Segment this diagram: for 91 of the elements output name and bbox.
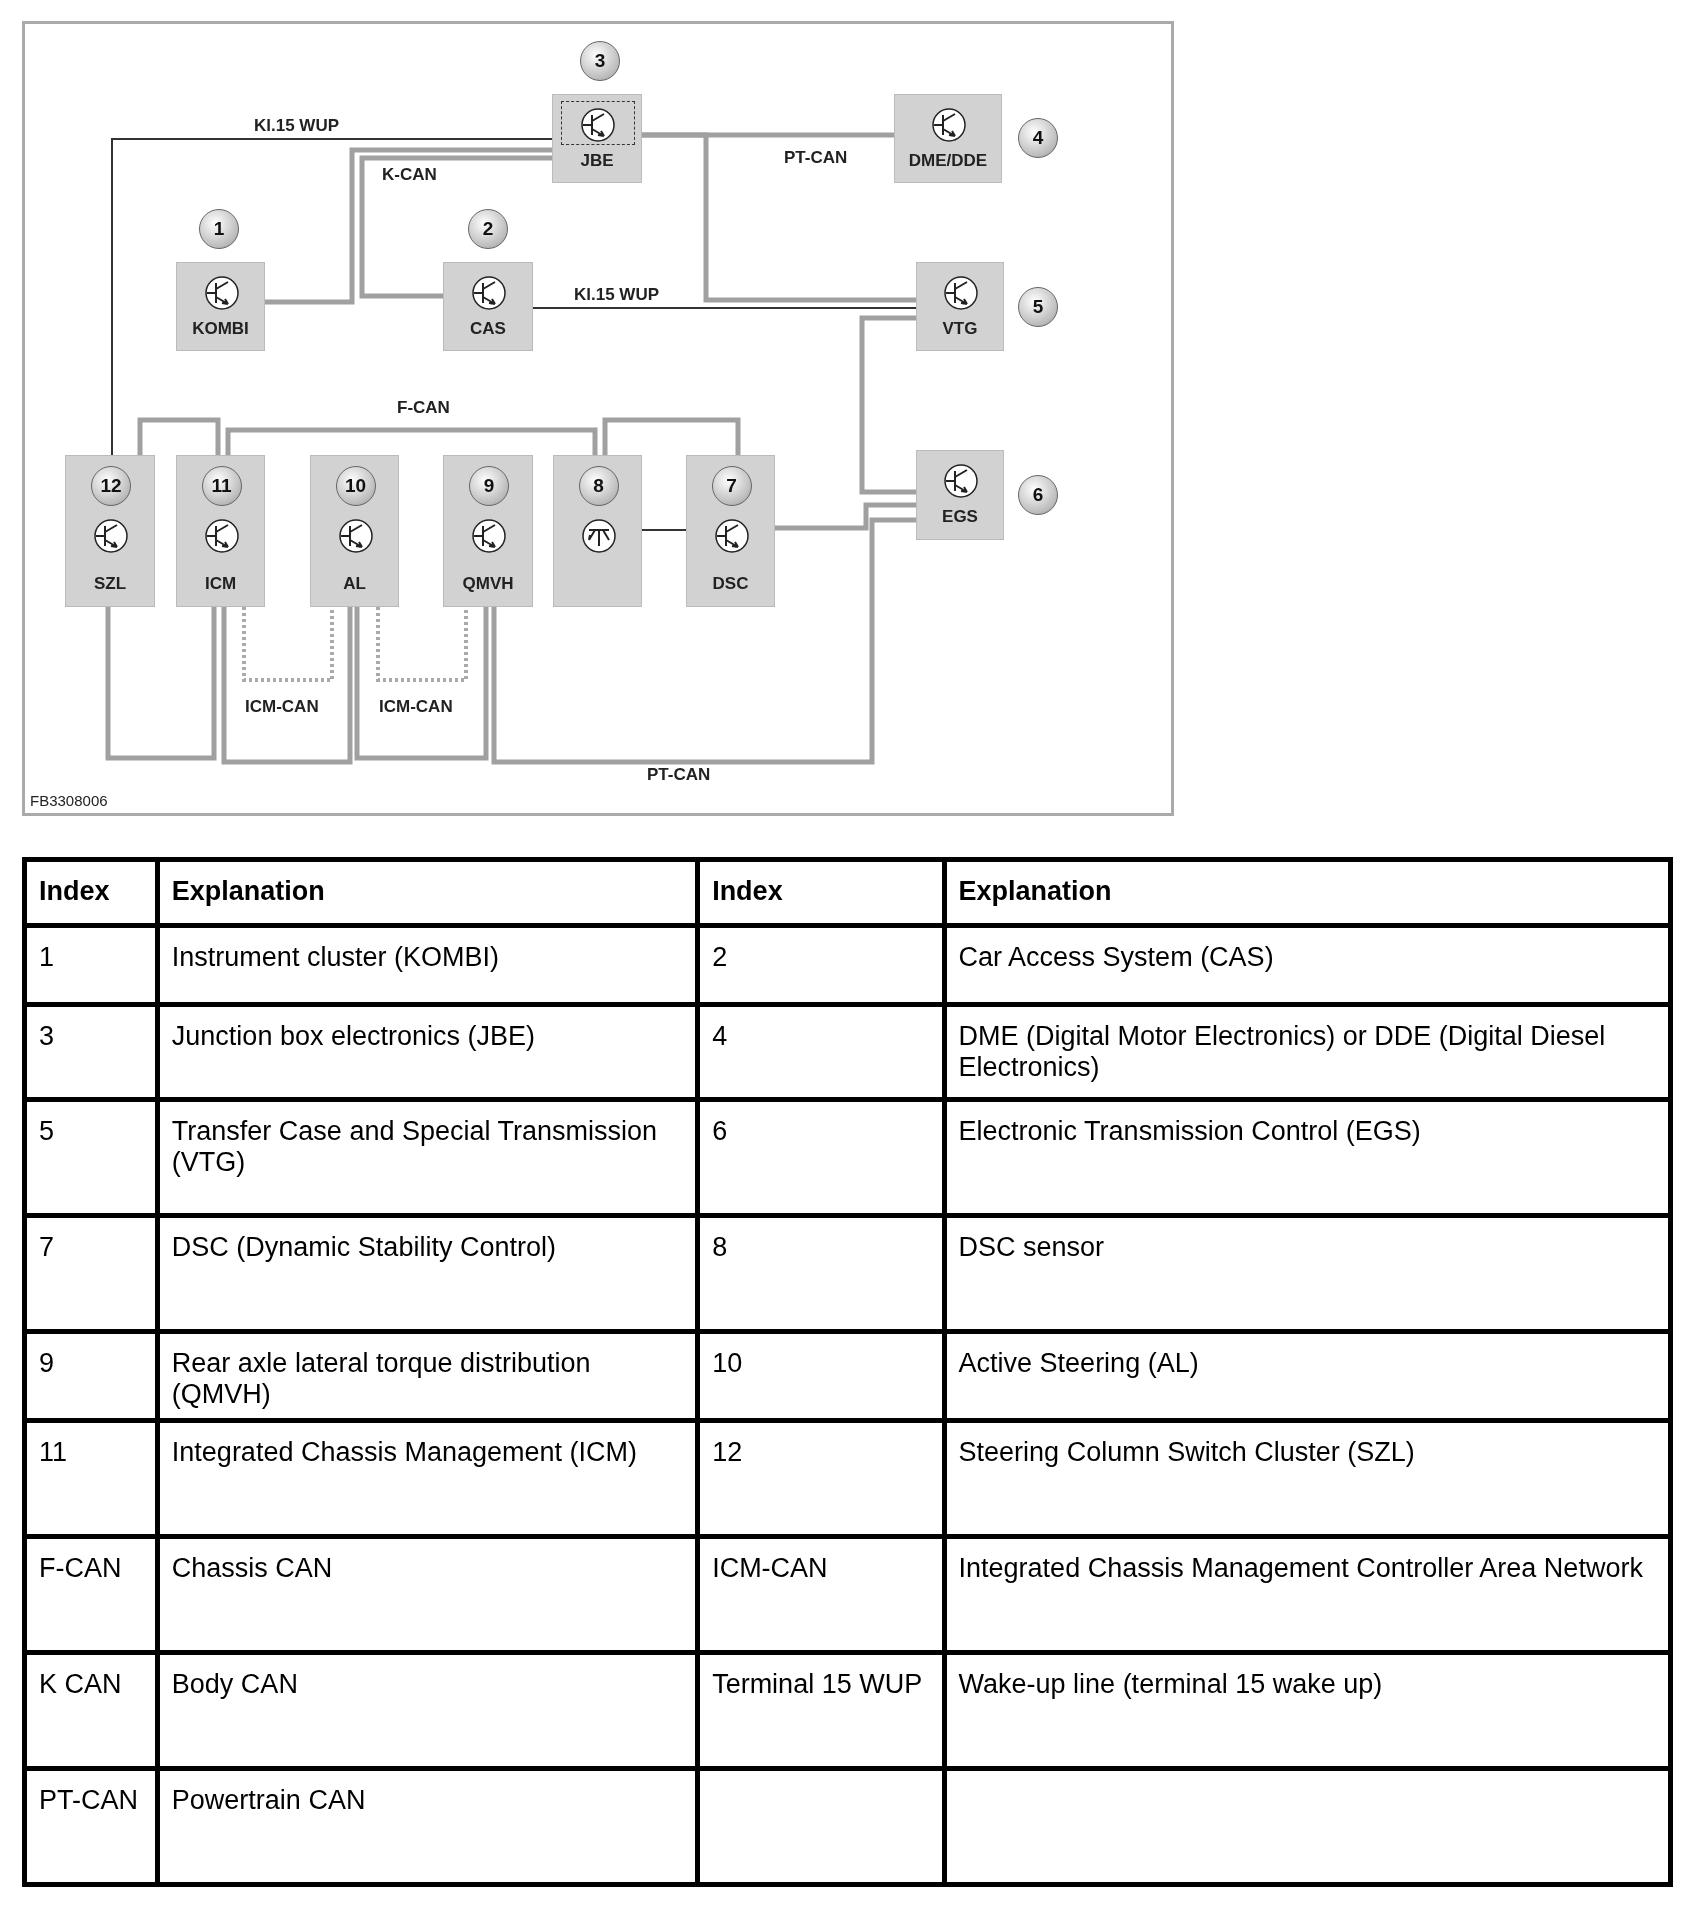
column-header: Explanation [171, 876, 325, 906]
bus-line [602, 417, 741, 455]
control-unit-box [894, 94, 1002, 183]
table-cell-text: Terminal 15 WUP [712, 1669, 923, 1699]
unit-name: VTG [941, 319, 979, 339]
table-cell-text: 8 [712, 1232, 728, 1262]
table-cell-text: ICM-CAN [712, 1553, 828, 1583]
table-cell-text: Transfer Case and Special Transmission (VTG) [171, 1116, 658, 1177]
control-unit-box [176, 262, 265, 351]
table-cell-text: Integrated Chassis Management (ICM) [171, 1437, 638, 1467]
control-unit-box [310, 455, 399, 607]
bus-line [354, 607, 489, 761]
table-cell-text: Body CAN [171, 1669, 298, 1699]
number-badge: 1 [199, 209, 239, 249]
bus-line [491, 517, 916, 765]
bus-line [775, 502, 916, 531]
unit-name: DME/DDE [907, 151, 989, 171]
table-cell-text: Active Steering (AL) [958, 1348, 1199, 1378]
control-unit-box [916, 262, 1004, 351]
table-cell-text: 2 [712, 942, 728, 972]
bus-line [859, 315, 916, 495]
table-cell-text: 9 [39, 1348, 55, 1378]
table-cell-text: Junction box electronics (JBE) [171, 1021, 535, 1051]
bus-line [221, 607, 353, 765]
control-unit-box [176, 455, 265, 607]
wire-line [111, 138, 553, 456]
unit-name: ICM [203, 574, 238, 594]
unit-name: SZL [92, 574, 128, 594]
unit-name: QMVH [461, 574, 515, 594]
column-header: Index [712, 876, 783, 906]
table-cell-text: 10 [712, 1348, 743, 1378]
table-cell-text: K CAN [39, 1669, 122, 1699]
table-cell-text: 5 [39, 1116, 55, 1146]
control-unit-box [686, 455, 775, 607]
table-cell-text: 11 [39, 1437, 68, 1467]
unit-name: KOMBI [191, 319, 250, 339]
unit-name: JBE [579, 151, 615, 171]
bus-line [265, 147, 552, 305]
control-unit-box [553, 455, 642, 607]
table-cell-text: 3 [39, 1021, 55, 1051]
unit-name: CAS [469, 319, 507, 339]
number-badge: 5 [1018, 287, 1058, 327]
table-cell-text: F-CAN [39, 1553, 122, 1583]
dotted-bus-line [376, 607, 468, 682]
column-header: Explanation [958, 876, 1112, 906]
bus-line [105, 607, 217, 761]
table-cell-text: 1 [39, 942, 55, 972]
table-cell-text: Electronic Transmission Control (EGS) [958, 1116, 1421, 1146]
table-cell-text: 12 [712, 1437, 743, 1467]
bus-line [225, 427, 598, 455]
table-cell-text: Integrated Chassis Management Controller Area Network [958, 1553, 1643, 1583]
number-badge: 4 [1018, 118, 1058, 158]
bus-line [359, 155, 552, 299]
dotted-bus-line [242, 607, 334, 682]
table-cell-text: 7 [39, 1232, 55, 1262]
number-badge: 10 [335, 466, 376, 506]
unit-name: DSC [711, 574, 750, 594]
table-cell-text: Chassis CAN [171, 1553, 333, 1583]
table-cell-text: Car Access System (CAS) [958, 942, 1274, 972]
table-cell-text: Steering Column Switch Cluster (SZL) [958, 1437, 1415, 1467]
control-unit-box [552, 94, 642, 183]
number-badge: 11 [201, 466, 242, 506]
number-badge: 9 [469, 466, 509, 506]
table-cell-text: 6 [712, 1116, 728, 1146]
number-badge: 6 [1018, 475, 1058, 515]
number-badge: 8 [578, 466, 619, 506]
wire-line [532, 307, 917, 309]
unit-name: EGS [941, 507, 979, 527]
table-cell-text: DME (Digital Motor Electronics) or DDE (Digital Diesel Electronics) [958, 1021, 1606, 1082]
bus-line [642, 132, 916, 303]
table-cell-text: Instrument cluster (KOMBI) [171, 942, 499, 972]
number-badge: 2 [468, 209, 508, 249]
column-header: Index [39, 876, 110, 906]
control-unit-box [443, 262, 533, 351]
table-cell-text: Wake-up line (terminal 15 wake up) [958, 1669, 1383, 1699]
number-badge: 12 [91, 466, 131, 506]
unit-name: AL [342, 574, 367, 594]
number-badge: 7 [711, 466, 752, 506]
figure-code: FB3308006 [30, 792, 108, 809]
wire-line [641, 529, 687, 531]
table-cell-text: PT-CAN [39, 1785, 138, 1815]
number-badge: 3 [580, 41, 620, 81]
table-cell-text: DSC sensor [958, 1232, 1105, 1262]
table-cell-text: 4 [712, 1021, 728, 1051]
bus-line [137, 417, 221, 455]
table-cell-text: Rear axle lateral torque distribution (QMVH) [171, 1348, 591, 1409]
table-cell-text: Powertrain CAN [171, 1785, 366, 1815]
control-unit-box [65, 455, 155, 607]
table-cell-text: DSC (Dynamic Stability Control) [171, 1232, 556, 1262]
control-unit-box [443, 455, 533, 607]
control-unit-box [916, 450, 1004, 540]
